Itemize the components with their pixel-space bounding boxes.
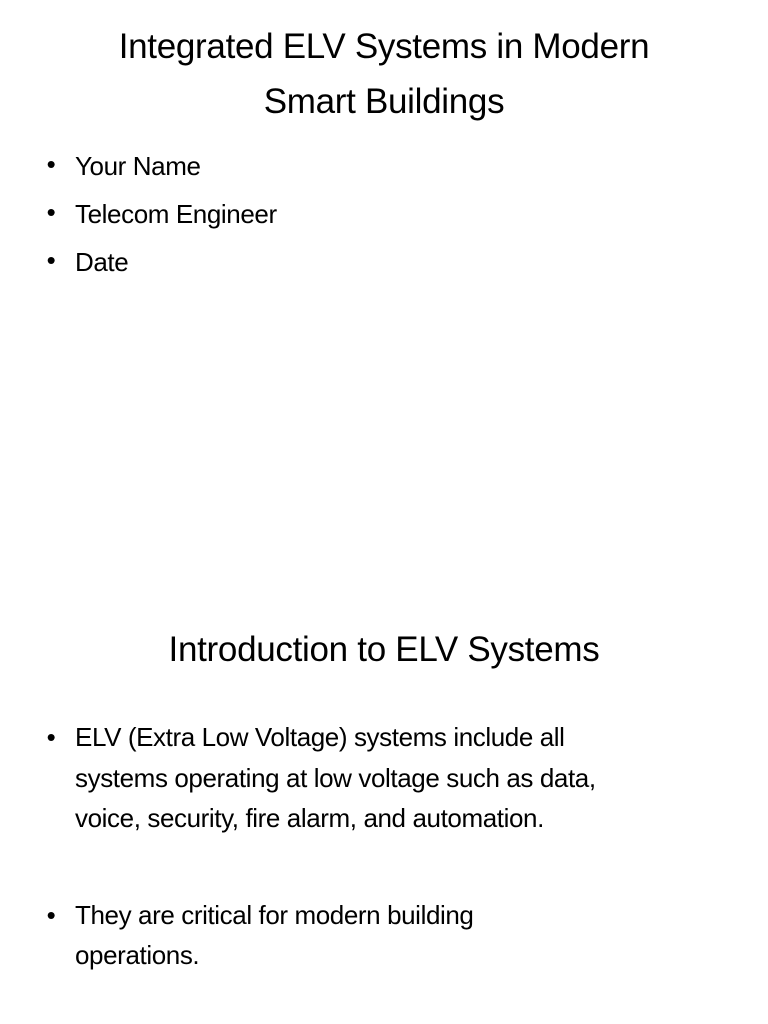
bullet-your-name: • Your Name (0, 142, 768, 190)
slide-title: Integrated ELV Systems in Modern Smart B… (0, 19, 768, 286)
bullet-text: Telecom Engineer (75, 199, 277, 229)
slide-2-title: Introduction to ELV Systems (0, 622, 768, 677)
slide-2-bullet-list: • ELV (Extra Low Voltage) systems includ… (0, 717, 768, 976)
bullet-text-line: ELV (Extra Low Voltage) systems include … (75, 722, 565, 752)
bullet-elv-definition: • ELV (Extra Low Voltage) systems includ… (0, 717, 768, 839)
bullet-dot-icon: • (46, 722, 56, 752)
slide-1-title: Integrated ELV Systems in Modern Smart B… (0, 19, 768, 129)
bullet-text: Date (75, 247, 129, 277)
bullet-elv-importance: • They are critical for modern building … (0, 895, 768, 976)
slide-1-title-line-2: Smart Buildings (263, 82, 505, 121)
bullet-dot-icon: • (46, 245, 56, 275)
slide-introduction: Introduction to ELV Systems • ELV (Extra… (0, 560, 768, 1024)
bullet-dot-icon: • (46, 197, 56, 227)
bullet-dot-icon: • (46, 149, 56, 179)
bullet-text-line: voice, security, fire alarm, and automat… (75, 803, 544, 833)
bullet-date: • Date (0, 238, 768, 286)
bullet-dot-icon: • (46, 899, 56, 930)
bullet-text-line: They are critical for modern building (75, 899, 474, 930)
bullet-text-line: operations. (75, 940, 200, 970)
bullet-job-title: • Telecom Engineer (0, 190, 768, 238)
bullet-text-line: systems operating at low voltage such as… (75, 762, 596, 793)
slide-1-title-line-1: Integrated ELV Systems in Modern (118, 27, 650, 66)
bullet-text: Your Name (75, 151, 201, 181)
slide-1-bullet-list: • Your Name • Telecom Engineer • Date (0, 142, 768, 286)
slide-2-title-line-1: Introduction to ELV Systems (168, 630, 600, 669)
